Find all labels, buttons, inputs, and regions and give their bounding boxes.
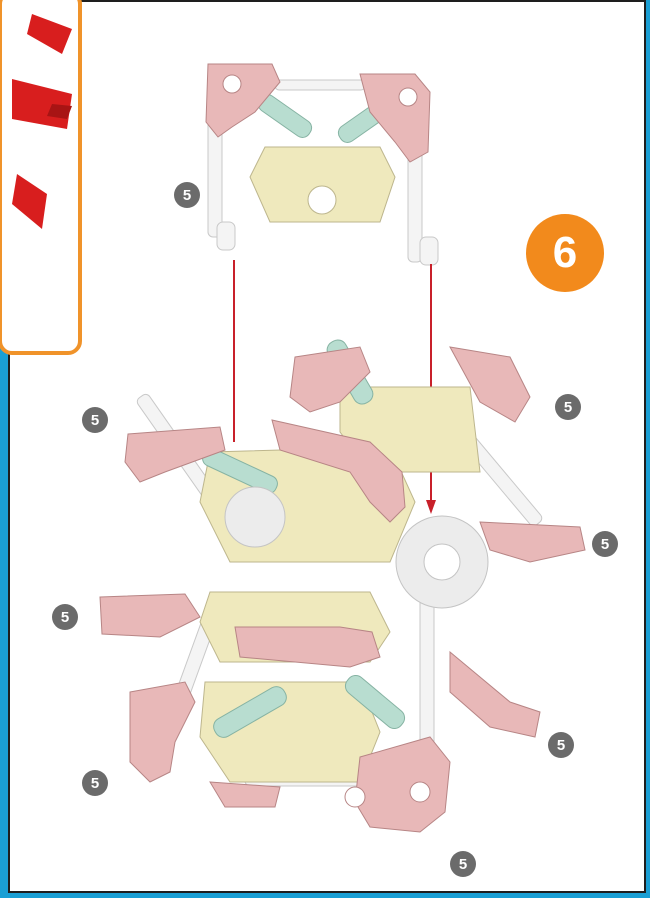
quantity-badge: 5: [592, 531, 618, 557]
lower-subassembly: [100, 337, 585, 832]
quantity-badge: 5: [174, 182, 200, 208]
quantity-badge: 5: [548, 732, 574, 758]
quantity-badge: 5: [52, 604, 78, 630]
quantity-badge: 5: [82, 407, 108, 433]
top-subassembly: [206, 64, 438, 265]
quantity-badge: 5: [450, 851, 476, 877]
quantity-badge: 5: [555, 394, 581, 420]
instruction-panel: 6 5 5 5 5 5 5 5 5: [8, 0, 646, 893]
step-number-badge: 6: [526, 214, 604, 292]
assembly-illustration: [10, 2, 644, 891]
quantity-badge: 5: [82, 770, 108, 796]
